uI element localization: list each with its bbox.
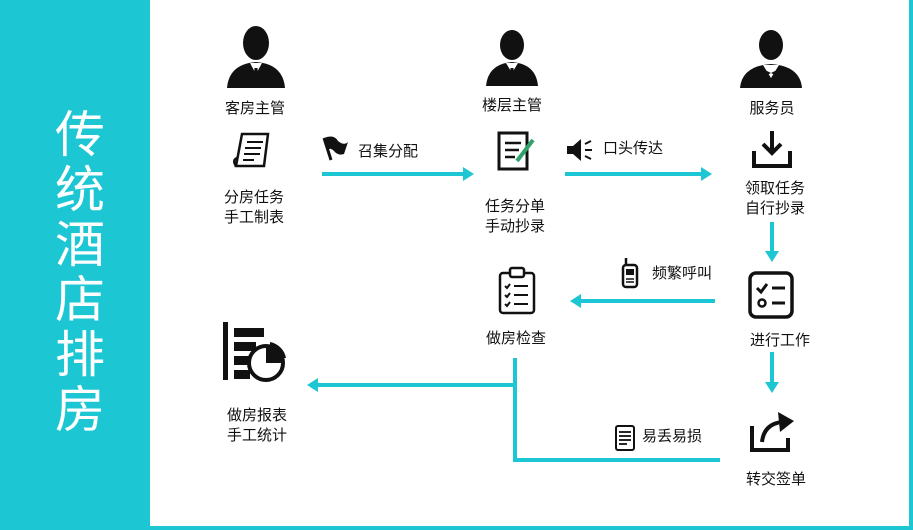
- sidebar-title: 传统酒店排房: [55, 106, 105, 439]
- note-icon: [614, 424, 636, 452]
- arrowhead-down-2: [765, 382, 779, 393]
- download-tray-icon: [750, 127, 794, 171]
- person-icon: [225, 22, 287, 88]
- person-icon: [484, 26, 540, 86]
- step-label-do-work: 进行工作: [749, 331, 810, 349]
- step-label-task-sheet: 任务分单 手动抄录: [484, 197, 545, 235]
- annotation-frequent-calls: 频繁呼叫: [652, 264, 713, 282]
- step-label-inspect-room: 做房检查: [485, 329, 546, 347]
- share-icon: [748, 408, 798, 454]
- speaker-icon: [565, 136, 595, 164]
- step-label-receive-tasks: 领取任务 自行抄录: [744, 179, 805, 217]
- arrowhead-right-1: [463, 167, 474, 181]
- step-label-report-stats: 做房报表 手工统计: [226, 406, 287, 444]
- person-icon: [738, 26, 804, 88]
- document-icon: [232, 130, 276, 170]
- walkie-talkie-icon: [620, 256, 640, 290]
- report-chart-icon: [220, 320, 288, 384]
- role-label-attendant: 服务员: [749, 99, 795, 117]
- arrowhead-left-2: [307, 378, 318, 392]
- sidebar-panel: 传统酒店排房: [0, 0, 150, 530]
- arrowhead-right-2: [701, 167, 712, 181]
- role-label-guest-room-supervisor: 客房主管: [224, 99, 285, 117]
- step-label-assign-tasks: 分房任务 手工制表: [223, 188, 284, 226]
- arrowhead-left-1: [570, 294, 581, 308]
- role-label-floor-supervisor: 楼层主管: [481, 96, 542, 114]
- flag-icon: [320, 134, 350, 162]
- arrowhead-down-1: [765, 251, 779, 262]
- bottom-border: [150, 526, 913, 530]
- connector-handin-loop: [513, 358, 720, 462]
- annotation-convene: 召集分配: [358, 142, 419, 160]
- checklist-icon: [747, 270, 795, 320]
- right-border: [909, 0, 913, 530]
- annotation-verbal: 口头传达: [603, 139, 664, 157]
- clipboard-icon: [497, 266, 537, 316]
- annotation-easy-lose: 易丢易损: [642, 427, 703, 445]
- step-label-hand-in: 转交签单: [745, 470, 806, 488]
- edit-document-icon: [496, 130, 536, 172]
